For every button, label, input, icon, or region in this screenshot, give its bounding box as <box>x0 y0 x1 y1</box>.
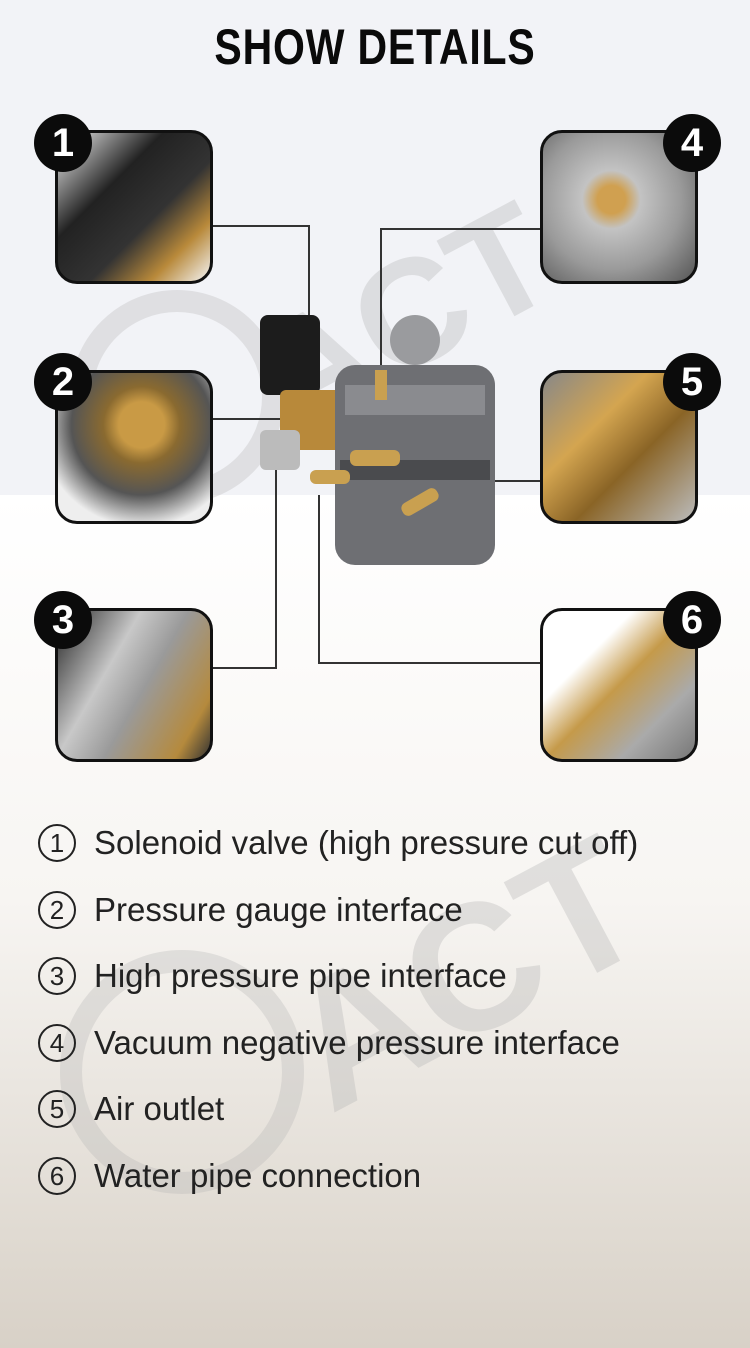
list-item-label: High pressure pipe interface <box>94 957 507 995</box>
circled-number: 5 <box>38 1090 76 1129</box>
connector-line-1 <box>308 225 310 315</box>
list-item: 6 Water pipe connection <box>38 1143 638 1210</box>
callout-badge-6: 6 <box>663 591 721 649</box>
callout-badge-5: 5 <box>663 353 721 411</box>
list-item-label: Solenoid valve (high pressure cut off) <box>94 824 639 862</box>
connector-line-3 <box>275 470 277 669</box>
circled-number: 6 <box>38 1156 76 1195</box>
list-item: 3 High pressure pipe interface <box>38 943 638 1010</box>
list-item: 2 Pressure gauge interface <box>38 877 638 944</box>
list-item-label: Water pipe connection <box>94 1156 422 1194</box>
connector-line-6 <box>318 495 320 664</box>
connector-line-4 <box>380 228 382 393</box>
circled-number: 2 <box>38 890 76 929</box>
circled-number: 4 <box>38 1023 76 1062</box>
callout-badge-4: 4 <box>663 114 721 172</box>
list-item: 5 Air outlet <box>38 1076 638 1143</box>
connector-line-2 <box>210 418 290 420</box>
callout-badge-3: 3 <box>34 591 92 649</box>
connector-line-4 <box>380 228 542 230</box>
connector-line-6 <box>318 662 542 664</box>
product-image-pressure-reducer <box>260 315 495 565</box>
page-title: SHOW DETAILS <box>214 19 536 75</box>
list-item: 4 Vacuum negative pressure interface <box>38 1010 638 1077</box>
circled-number: 1 <box>38 824 76 863</box>
callout-badge-1: 1 <box>34 114 92 172</box>
list-item-label: Vacuum negative pressure interface <box>94 1023 620 1061</box>
connector-line-1 <box>210 225 310 227</box>
circled-number: 3 <box>38 957 76 996</box>
connector-line-3 <box>210 667 277 669</box>
callout-badge-2: 2 <box>34 353 92 411</box>
list-item-label: Pressure gauge interface <box>94 890 463 928</box>
list-item: 1 Solenoid valve (high pressure cut off) <box>38 810 638 877</box>
list-item-label: Air outlet <box>94 1090 225 1128</box>
